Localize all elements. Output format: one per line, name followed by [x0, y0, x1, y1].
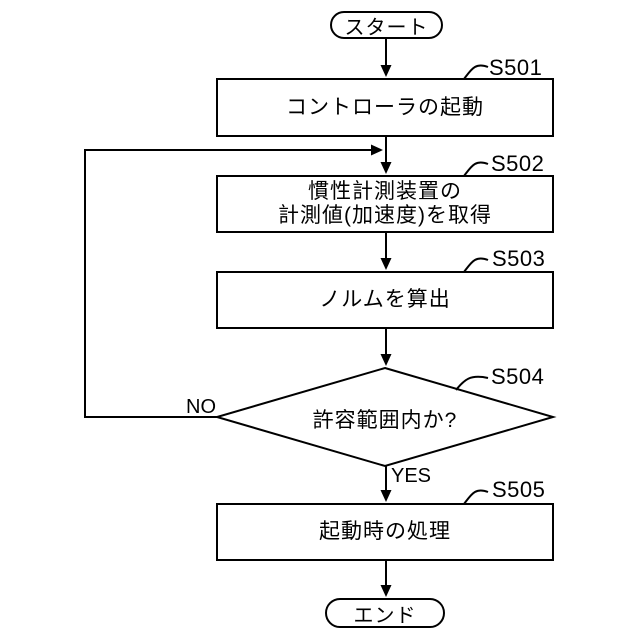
terminal-end: エンド [325, 598, 445, 628]
step-ref-s504: S504 [491, 364, 545, 389]
arrowhead-into-end [380, 585, 392, 597]
step-ref-s503: S503 [492, 246, 546, 271]
process-label-s502-line2: 計測値(加速度)を取得 [278, 204, 492, 227]
process-box-s501: コントローラの起動 [216, 78, 554, 137]
arrowhead-into-s505 [380, 490, 392, 502]
branch-label-yes: YES [391, 465, 432, 487]
arrowhead-into-s501 [380, 65, 392, 77]
step-ref-s505: S505 [492, 477, 546, 502]
process-label-s501: コントローラの起動 [286, 95, 484, 119]
leader-line-s501 [463, 64, 489, 80]
process-box-s503: ノルムを算出 [216, 271, 554, 329]
arrowhead-into-s503 [380, 258, 392, 270]
branch-label-no: NO [186, 396, 216, 418]
process-box-s502: 慣性計測装置の 計測値(加速度)を取得 [216, 175, 554, 233]
loop-line-no-branch [84, 149, 371, 418]
leader-line-s503 [463, 257, 489, 273]
leader-line-s504 [455, 375, 489, 391]
terminal-start: スタート [330, 11, 443, 39]
terminal-start-label: スタート [344, 16, 429, 39]
decision-label-s504: 許容範囲内か? [312, 409, 458, 432]
step-ref-s502: S502 [491, 151, 545, 176]
leader-line-s502 [463, 161, 489, 177]
terminal-end-label: エンド [353, 604, 417, 627]
process-label-s503: ノルムを算出 [319, 288, 451, 311]
process-box-s505: 起動時の処理 [216, 503, 554, 561]
step-ref-s501: S501 [489, 55, 543, 80]
process-label-s502-line1: 慣性計測装置の [308, 180, 462, 203]
arrowhead-into-s504 [380, 354, 392, 366]
arrowhead-loop-junction [371, 144, 383, 156]
process-label-s505: 起動時の処理 [319, 520, 451, 543]
arrowhead-into-s502 [380, 162, 392, 174]
leader-line-s505 [463, 489, 489, 505]
